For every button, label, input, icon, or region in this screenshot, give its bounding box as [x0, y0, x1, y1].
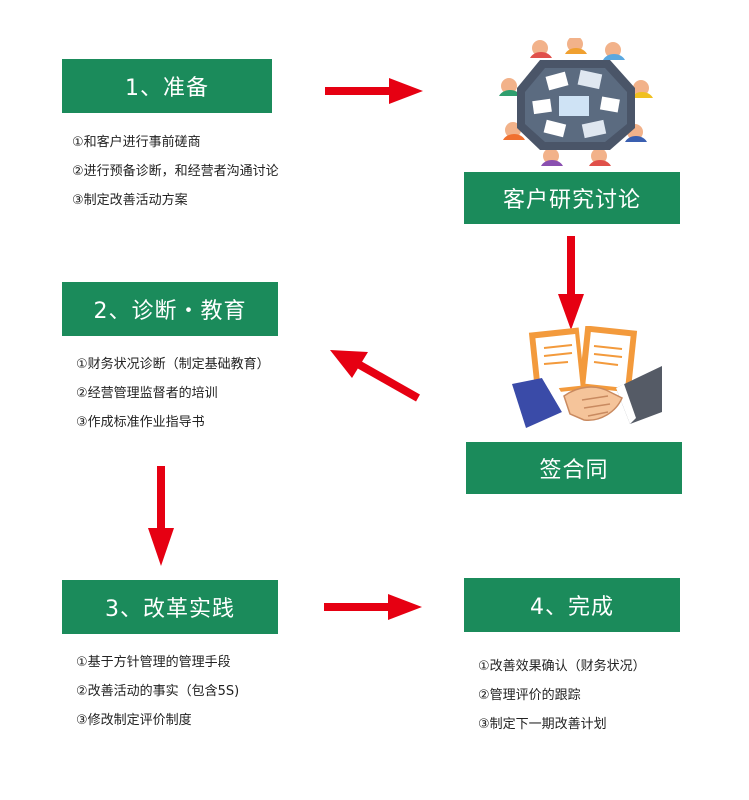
- handshake-contract-icon: [512, 326, 662, 428]
- step-discussion-title: 客户研究讨论: [502, 188, 641, 213]
- arrow-down-icon: [558, 236, 584, 330]
- step-practice-title: 3、改革实践: [105, 597, 235, 622]
- step-discussion-box: 客户研究讨论: [464, 172, 680, 224]
- step-prepare-list: ①和客户进行事前磋商 ②进行预备诊断，和经营者沟通讨论 ③制定改善活动方案: [72, 128, 279, 215]
- list-item: ①和客户进行事前磋商: [72, 135, 201, 150]
- step-diagnosis-list: ①财务状况诊断（制定基础教育） ②经营管理监督者的培训 ③作成标准作业指导书: [76, 350, 270, 437]
- step-prepare-title: 1、准备: [125, 76, 209, 101]
- list-item: ③修改制定评价制度: [76, 713, 192, 728]
- list-item: ③作成标准作业指导书: [76, 415, 205, 430]
- step-contract-box: 签合同: [466, 442, 682, 494]
- step-complete-box: 4、完成: [464, 578, 680, 632]
- step-complete-title: 4、完成: [530, 595, 614, 620]
- step-practice-list: ①基于方针管理的管理手段 ②改善活动的事实（包含5S) ③修改制定评价制度: [76, 648, 239, 735]
- list-item: ①改善效果确认（财务状况）: [478, 659, 646, 674]
- arrow-right-icon: [325, 78, 423, 104]
- step-diagnosis-box: 2、诊断・教育: [62, 282, 278, 336]
- step-practice-box: 3、改革实践: [62, 580, 278, 634]
- step-prepare-box: 1、准备: [62, 59, 272, 113]
- step-contract-title: 签合同: [539, 458, 609, 483]
- list-item: ③制定下一期改善计划: [478, 717, 607, 732]
- step-diagnosis-title: 2、诊断・教育: [93, 299, 247, 324]
- list-item: ②进行预备诊断，和经营者沟通讨论: [72, 164, 279, 179]
- list-item: ①基于方针管理的管理手段: [76, 655, 231, 670]
- list-item: ②经营管理监督者的培训: [76, 386, 218, 401]
- list-item: ②管理评价的跟踪: [478, 688, 581, 703]
- list-item: ③制定改善活动方案: [72, 193, 188, 208]
- arrow-right-icon: [324, 594, 422, 620]
- list-item: ①财务状况诊断（制定基础教育）: [76, 357, 270, 372]
- arrow-down-icon: [148, 466, 174, 566]
- list-item: ②改善活动的事实（包含5S): [76, 684, 240, 699]
- meeting-table-icon: [499, 38, 653, 166]
- step-complete-list: ①改善效果确认（财务状况） ②管理评价的跟踪 ③制定下一期改善计划: [478, 652, 646, 739]
- arrow-up-left-icon: [330, 350, 420, 402]
